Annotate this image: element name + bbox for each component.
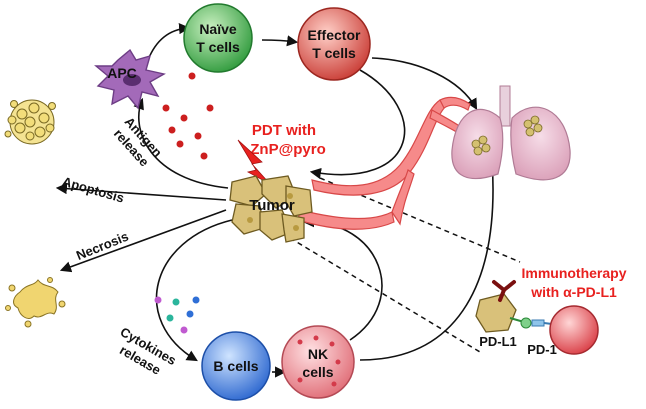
inset-t-cell: [549, 305, 599, 355]
arrow-nk-to-tumor: [302, 216, 383, 341]
cytokine-dots: [154, 296, 200, 334]
arrow-tumor-to-bcells: [155, 219, 233, 362]
apoptotic-cell-icon: [4, 99, 56, 145]
naive-label-1: Naïve: [199, 21, 237, 37]
svg-text:ZnP@pyro: ZnP@pyro: [250, 141, 325, 158]
necrotic-cell-icon: [5, 277, 66, 328]
nk-label-2: cells: [302, 364, 333, 380]
arrow-effector-to-tumor: [309, 69, 406, 179]
antibody-icon: [492, 280, 516, 302]
svg-text:Immunotherapy: Immunotherapy: [521, 265, 626, 281]
arrow-naive-to-effector: [261, 35, 299, 47]
apc-label: APC: [107, 65, 137, 81]
cycle-arrows: [55, 23, 499, 378]
effector-label-2: T cells: [312, 45, 356, 61]
nk-label-1: NK: [308, 346, 328, 362]
pdt-label: PDT with ZnP@pyro: [250, 122, 325, 158]
pd-l1-inset: PD-L1 PD-1: [475, 280, 599, 357]
nk-cell: NK cells: [281, 325, 355, 399]
tumor-label: Tumor: [249, 197, 295, 214]
immunotherapy-label: Immunotherapy with α-PD-L1: [521, 265, 626, 300]
apoptosis-label: Apoptosis: [61, 174, 126, 206]
effector-t-cell: Effector T cells: [297, 7, 371, 81]
antigen-release-label: Antigen release: [111, 114, 165, 169]
arrow-apc-to-naive: [147, 23, 191, 61]
necrosis-label: Necrosis: [74, 229, 131, 263]
pd-1-label: PD-1: [527, 342, 557, 357]
arrow-tumor-to-apc: [133, 97, 229, 189]
cytokines-release-label: Cytokines release: [117, 324, 179, 378]
effector-label-1: Effector: [308, 27, 361, 43]
antigen-dots: [162, 72, 214, 160]
arrow-nk-to-lung: [359, 157, 499, 361]
arrow-tumor-necrosis: [59, 209, 227, 273]
svg-text:with α-PD-L1: with α-PD-L1: [530, 284, 617, 300]
b-cell: B cells: [201, 331, 271, 401]
blood-vessel-icon: [297, 96, 471, 230]
tumor-cluster-icon: Tumor: [229, 175, 313, 243]
arrow-tumor-apoptosis: [55, 183, 227, 201]
arrow-effector-to-lung: [371, 57, 478, 110]
naive-label-2: T cells: [196, 39, 240, 55]
naive-t-cell: Naïve T cells: [183, 3, 253, 73]
inset-tumor-cell: [475, 293, 517, 333]
apc-cell-icon: APC: [94, 48, 166, 110]
pd-l1-receptor: [509, 317, 532, 329]
pd-1-receptor: [531, 319, 553, 327]
svg-text:PDT with: PDT with: [252, 122, 316, 139]
pd-l1-label: PD-L1: [479, 334, 517, 349]
b-cells-label: B cells: [213, 358, 258, 374]
lung-icon: [451, 85, 571, 181]
